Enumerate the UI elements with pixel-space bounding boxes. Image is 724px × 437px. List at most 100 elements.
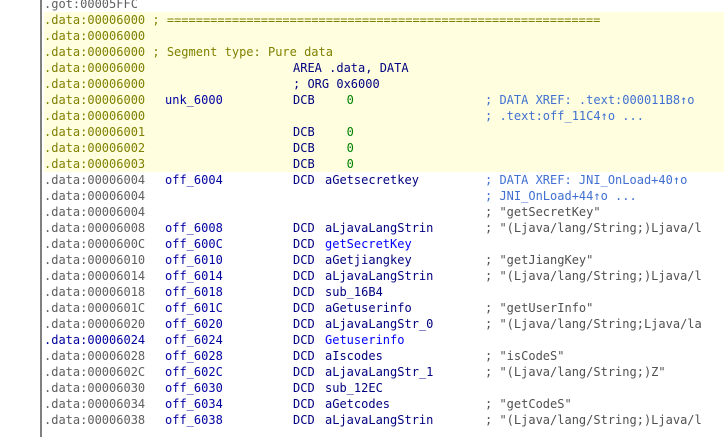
symbol-label[interactable]: off_6030: [165, 381, 223, 395]
comment[interactable]: ; JNI_OnLoad+44↑o ...: [485, 189, 637, 203]
symbol-label[interactable]: off_6020: [165, 317, 223, 331]
operand[interactable]: 0: [325, 141, 354, 155]
address: .data:00006000: [44, 29, 146, 43]
listing-row[interactable]: .data:00006000 ; Segment type: Pure data: [44, 44, 724, 60]
symbol-label[interactable]: off_6028: [165, 349, 223, 363]
mnemonic: DCB: [293, 141, 315, 155]
symbol-label[interactable]: unk_6000: [165, 93, 223, 107]
listing-row[interactable]: .data:00006024 off_6024 DCD Getuserinfo: [44, 332, 724, 348]
comment: ; "getCodeS": [485, 397, 572, 411]
address: .data:00006000 ; Segment type: Pure data: [44, 45, 333, 59]
mnemonic: DCD: [293, 221, 315, 235]
listing-row[interactable]: .data:00006000: [44, 28, 724, 44]
mnemonic: DCB: [293, 157, 315, 171]
symbol-label[interactable]: off_6014: [165, 269, 223, 283]
operand[interactable]: 0: [325, 93, 354, 107]
operand[interactable]: aLjavaLangStrin: [325, 413, 434, 427]
listing-row[interactable]: .data:00006002 DCB 0: [44, 140, 724, 156]
mnemonic: DCD: [293, 173, 315, 187]
symbol-label[interactable]: off_601C: [165, 301, 223, 315]
address: .data:00006000: [44, 77, 146, 91]
operand[interactable]: aIscodes: [325, 349, 383, 363]
symbol-label[interactable]: off_602C: [165, 365, 223, 379]
symbol-label[interactable]: off_6010: [165, 253, 223, 267]
symbol-label[interactable]: off_6038: [165, 413, 223, 427]
listing-row[interactable]: .data:00006004 ; JNI_OnLoad+44↑o ...: [44, 188, 724, 204]
operand[interactable]: sub_16B4: [325, 285, 383, 299]
mnemonic: DCD: [293, 365, 315, 379]
address: .data:00006004: [44, 189, 146, 203]
operand[interactable]: getSecretKey: [325, 237, 412, 251]
address: .data:00006018: [44, 285, 146, 299]
comment: ; "(Ljava/lang/String;)Ljava/l: [485, 413, 702, 427]
symbol-label[interactable]: off_600C: [165, 237, 223, 251]
mnemonic: DCD: [293, 285, 315, 299]
symbol-label[interactable]: off_6024: [165, 333, 223, 347]
listing-row[interactable]: .data:0000600C off_600C DCD getSecretKey: [44, 236, 724, 252]
mnemonic: DCD: [293, 301, 315, 315]
operand[interactable]: aGetjiangkey: [325, 253, 412, 267]
listing-row[interactable]: .data:00006000 ; =======================…: [44, 12, 724, 28]
operand[interactable]: aLjavaLangStr_0: [325, 317, 434, 331]
symbol-label[interactable]: off_6018: [165, 285, 223, 299]
listing-row[interactable]: .got:00005FFC: [44, 0, 724, 12]
symbol-label[interactable]: off_6034: [165, 397, 223, 411]
comment: ; "(Ljava/lang/String;)Z": [485, 365, 666, 379]
mnemonic: AREA .data, DATA: [293, 61, 409, 75]
comment: ; "getJiangKey": [485, 253, 594, 267]
disassembly-listing[interactable]: .got:00005FFC.data:00006000 ; ==========…: [44, 0, 724, 428]
listing-row[interactable]: .data:00006008 off_6008 DCD aLjavaLangStrin…: [44, 220, 724, 236]
mnemonic: ; ORG 0x6000: [293, 77, 380, 91]
operand[interactable]: aGetsecretkey: [325, 173, 419, 187]
address: .data:00006008: [44, 221, 146, 235]
comment: ; "getUserInfo": [485, 301, 594, 315]
operand[interactable]: 0: [325, 157, 354, 171]
address: .data:00006034: [44, 397, 146, 411]
operand[interactable]: aLjavaLangStrin: [325, 221, 434, 235]
operand[interactable]: aLjavaLangStrin: [325, 269, 434, 283]
address: .data:0000601C: [44, 301, 146, 315]
listing-row[interactable]: .data:00006000 AREA .data, DATA: [44, 60, 724, 76]
comment: ; "getSecretKey": [485, 205, 601, 219]
listing-row[interactable]: .data:00006000 ; ORG 0x6000: [44, 76, 724, 92]
address: .data:00006000: [44, 61, 146, 75]
address: .data:0000600C: [44, 237, 146, 251]
address: .data:00006038: [44, 413, 146, 427]
listing-row[interactable]: .data:00006004; "getSecretKey": [44, 204, 724, 220]
symbol-label[interactable]: off_6008: [165, 221, 223, 235]
comment[interactable]: ; .text:off_11C4↑o ...: [485, 109, 644, 123]
listing-row[interactable]: .data:0000601C off_601C DCD aGetuserinfo ; "…: [44, 300, 724, 316]
address: .data:00006002: [44, 141, 146, 155]
mnemonic: DCD: [293, 333, 315, 347]
operand[interactable]: aGetuserinfo: [325, 301, 412, 315]
address: .data:00006024: [44, 333, 146, 347]
operand[interactable]: aLjavaLangStr_1: [325, 365, 434, 379]
operand[interactable]: 0: [325, 125, 354, 139]
address: .data:00006000 ; =======================…: [44, 13, 601, 27]
operand[interactable]: Getuserinfo: [325, 333, 405, 347]
comment[interactable]: ; DATA XREF: JNI_OnLoad+40↑o: [485, 173, 688, 187]
address: .data:00006020: [44, 317, 146, 331]
comment[interactable]: ; DATA XREF: .text:000011B8↑o: [485, 93, 695, 107]
gutter-divider: [40, 0, 42, 437]
address: .data:00006028: [44, 349, 146, 363]
comment: ; "(Ljava/lang/String;Ljava/la: [485, 317, 702, 331]
listing-row[interactable]: .data:00006000; .text:off_11C4↑o ...: [44, 108, 724, 124]
listing-row[interactable]: .data:00006018 off_6018 DCD sub_16B4: [44, 284, 724, 300]
operand[interactable]: aGetcodes: [325, 397, 391, 411]
mnemonic: DCD: [293, 237, 315, 251]
operand[interactable]: sub_12EC: [325, 381, 383, 395]
symbol-label[interactable]: off_6004: [165, 173, 223, 187]
